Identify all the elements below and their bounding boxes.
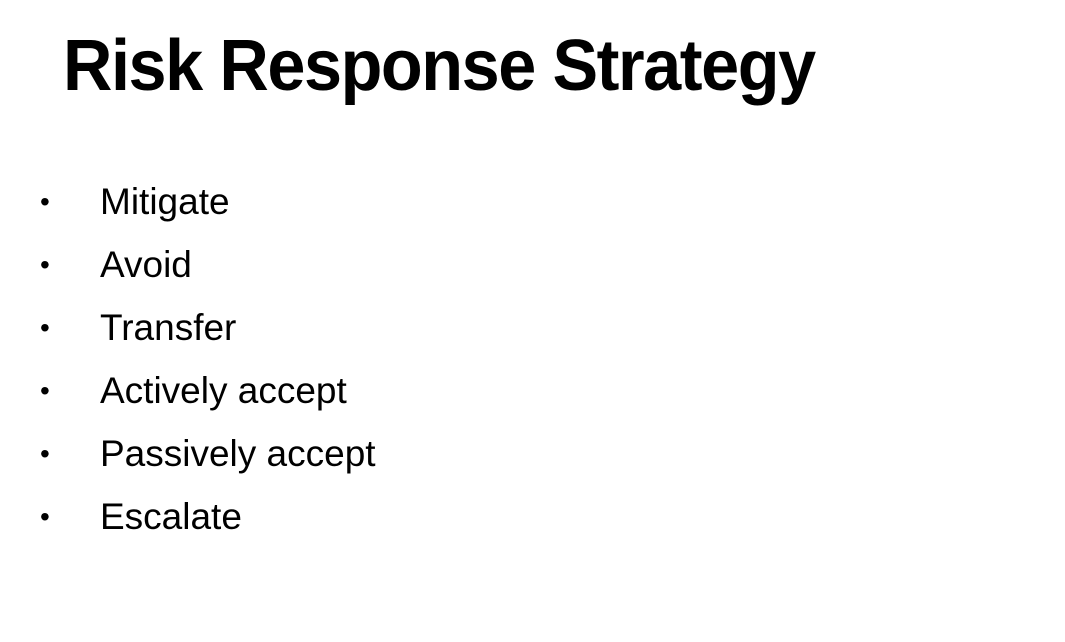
list-item: • Passively accept — [38, 422, 376, 485]
list-item: • Avoid — [38, 233, 376, 296]
list-item-label: Transfer — [100, 307, 237, 348]
bullet-icon: • — [40, 249, 50, 280]
bullet-icon: • — [40, 186, 50, 217]
bullet-icon: • — [40, 438, 50, 469]
list-item-label: Escalate — [100, 496, 242, 537]
bullet-icon: • — [40, 501, 50, 532]
list-item: • Escalate — [38, 485, 376, 548]
list-item: • Mitigate — [38, 170, 376, 233]
list-item-label: Avoid — [100, 244, 192, 285]
bullet-list: • Mitigate • Avoid • Transfer • Actively… — [38, 170, 376, 548]
list-item-label: Passively accept — [100, 433, 376, 474]
list-item-label: Actively accept — [100, 370, 347, 411]
list-item-label: Mitigate — [100, 181, 230, 222]
bullet-icon: • — [40, 375, 50, 406]
bullet-icon: • — [40, 312, 50, 343]
slide-title: Risk Response Strategy — [63, 26, 816, 106]
list-item: • Actively accept — [38, 359, 376, 422]
list-item: • Transfer — [38, 296, 376, 359]
